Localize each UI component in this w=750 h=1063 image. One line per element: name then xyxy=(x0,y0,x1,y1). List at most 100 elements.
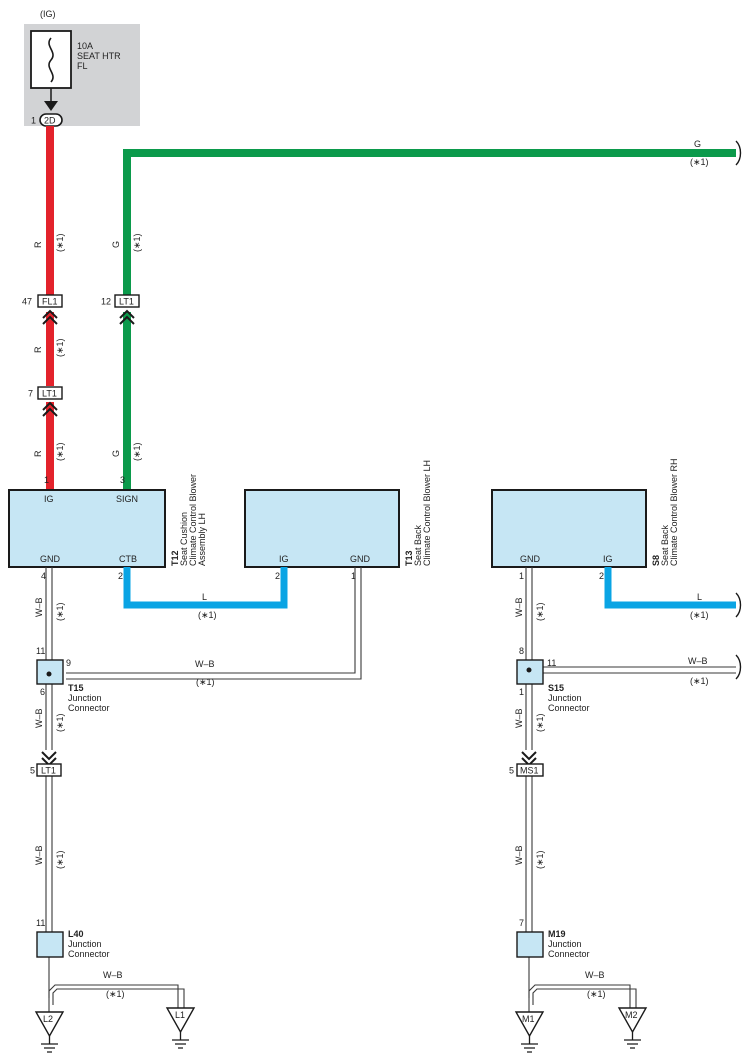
chevron-up-icon xyxy=(42,401,58,417)
m19-pin-top: 7 xyxy=(519,918,524,928)
chevron-up-icon xyxy=(42,309,58,325)
wb-note-r1: (∗1) xyxy=(535,602,545,621)
t13-pin-gnd: GND xyxy=(350,554,371,564)
ground-l1-label: L1 xyxy=(175,1010,185,1020)
green-wire-note-top: (∗1) xyxy=(690,157,709,167)
device-s8 xyxy=(491,489,647,568)
l40-pin-top: 11 xyxy=(36,918,45,928)
t15-desc-2: Connector xyxy=(68,703,110,713)
wb-note-r3: (∗1) xyxy=(535,713,545,732)
wb-wires-right xyxy=(525,567,736,1013)
s15-id: S15 xyxy=(548,683,564,693)
green-wire-code-1: G xyxy=(111,241,121,248)
wb-code-r2: W–B xyxy=(688,656,708,666)
t15-id: T15 xyxy=(68,683,84,693)
m19-desc-2: Connector xyxy=(548,949,590,959)
t15-pin-bottom: 6 xyxy=(40,687,45,697)
s8-pin-num-ig: 2 xyxy=(599,571,604,581)
wb-code-3: W–B xyxy=(34,708,44,728)
m19-id: M19 xyxy=(548,929,566,939)
t15-desc-1: Junction xyxy=(68,693,102,703)
fuse-name-2: FL xyxy=(77,61,88,71)
t13-id: T13 xyxy=(404,550,414,566)
t12-pin-ig: IG xyxy=(44,494,54,504)
ground-symbol-icon xyxy=(624,1032,641,1049)
red-wire-seg2 xyxy=(46,312,54,386)
t12-desc-3: Assembly LH xyxy=(197,513,207,566)
chevron-up-icon xyxy=(119,309,135,325)
t13-desc-1: Seat Back xyxy=(413,524,423,566)
wb-note-r4: (∗1) xyxy=(535,850,545,869)
t13-pin-num-ig: 2 xyxy=(275,571,280,581)
connector-lt1-red-pin: 7 xyxy=(28,389,33,399)
s15-pin-top: 8 xyxy=(519,646,524,656)
red-wire-note-2: (∗1) xyxy=(55,338,65,357)
blue-wire-note-right: (∗1) xyxy=(690,610,709,620)
wb-note-r2: (∗1) xyxy=(690,676,709,686)
wb-note-4: (∗1) xyxy=(55,850,65,869)
s8-id: S8 xyxy=(651,555,661,566)
s8-desc-1: Seat Back xyxy=(660,524,670,566)
ground-m1-icon xyxy=(514,1011,545,1038)
wb-note-5: (∗1) xyxy=(106,989,125,999)
fuse-arrow-icon xyxy=(44,101,58,111)
s15-desc-1: Junction xyxy=(548,693,582,703)
junction-m19 xyxy=(516,931,544,958)
red-wire-code-2: R xyxy=(33,346,43,353)
blue-wire-t12-t13 xyxy=(123,567,288,609)
connector-lt1-red xyxy=(37,386,63,400)
connector-fl1-label: FL1 xyxy=(42,297,58,307)
green-wire-note-1: (∗1) xyxy=(132,233,142,252)
l40-desc-2: Connector xyxy=(68,949,110,959)
wb-code-2: W–B xyxy=(195,659,215,669)
t15-pin-right: 9 xyxy=(66,658,71,668)
wb-code-r5: W–B xyxy=(585,970,605,980)
connector-ms1-pin: 5 xyxy=(509,766,514,776)
green-wire-code-2: G xyxy=(111,450,121,457)
junction-dot-icon xyxy=(46,671,52,677)
blue-wire-code-left: L xyxy=(202,592,207,602)
connector-lt1-red-label: LT1 xyxy=(42,389,57,399)
ground-l1-icon xyxy=(165,1007,196,1034)
blue-wire-s8 xyxy=(604,567,736,609)
wb-code-r4: W–B xyxy=(514,845,524,865)
connector-lt1-green-pin: 12 xyxy=(101,297,111,307)
wb-code-5: W–B xyxy=(103,970,123,980)
ground-symbol-icon xyxy=(41,1036,58,1053)
wb-note-1: (∗1) xyxy=(55,602,65,621)
connector-lt1-green-label: LT1 xyxy=(119,297,134,307)
wire-break-icon xyxy=(735,654,742,680)
blue-wire-code-right: L xyxy=(697,592,702,602)
t12-pin-num-sign: 3 xyxy=(120,475,125,485)
green-wire-note-2: (∗1) xyxy=(132,442,142,461)
l40-desc-1: Junction xyxy=(68,939,102,949)
device-t12 xyxy=(8,489,166,568)
fuse-supply-label: (IG) xyxy=(40,9,56,19)
s8-pin-ig: IG xyxy=(603,554,613,564)
t12-pin-sign: SIGN xyxy=(116,494,138,504)
connector-lt1-green xyxy=(114,294,140,308)
connector-fl1 xyxy=(37,294,63,308)
t12-pin-num-gnd: 4 xyxy=(41,571,46,581)
green-wire-top xyxy=(123,149,736,296)
connector-ms1 xyxy=(516,763,544,777)
t13-desc-2: Climate Control Blower LH xyxy=(422,460,432,566)
ground-symbol-icon xyxy=(521,1036,538,1053)
device-t13 xyxy=(244,489,400,568)
red-wire-code-3: R xyxy=(33,450,43,457)
t15-pin-top: 11 xyxy=(36,646,45,656)
wb-wires-left xyxy=(45,567,362,1013)
t12-desc-2: Climate Control Blower xyxy=(188,474,198,566)
wb-note-3: (∗1) xyxy=(55,713,65,732)
ground-symbol-icon xyxy=(172,1032,189,1049)
l40-id: L40 xyxy=(68,929,84,939)
ground-l2-label: L2 xyxy=(43,1014,53,1024)
ground-l2-icon xyxy=(34,1011,65,1038)
wb-code-r3: W–B xyxy=(514,708,524,728)
s8-pin-num-gnd: 1 xyxy=(519,571,524,581)
s8-desc-2: Climate Control Blower RH xyxy=(669,458,679,566)
connector-lt1-lower xyxy=(36,763,62,777)
s15-pin-right: 11 xyxy=(547,658,556,668)
t12-pin-ctb: CTB xyxy=(119,554,137,564)
ground-m1-label: M1 xyxy=(522,1014,535,1024)
